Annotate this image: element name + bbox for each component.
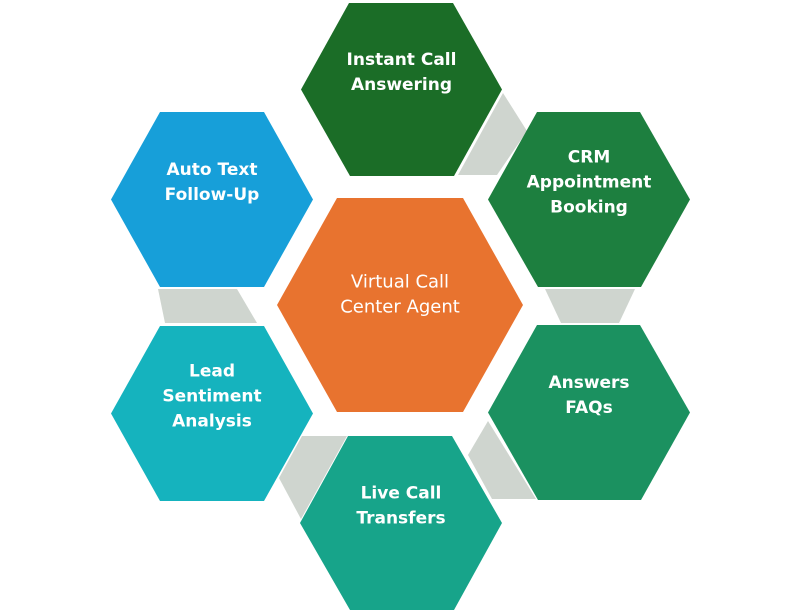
live-call-transfers-hex-label-line: Live Call bbox=[361, 484, 442, 504]
virtual-call-center-agent-hex-shape bbox=[277, 198, 523, 412]
auto-text-follow-up-hex-label-line: Auto Text bbox=[167, 160, 258, 180]
auto-text-follow-up-hex-shape bbox=[111, 112, 313, 287]
instant-call-answering-hex-shape bbox=[301, 3, 502, 176]
crm-appointment-booking-hex-label-line: CRM bbox=[568, 148, 610, 168]
auto-text-follow-up-hex-label-line: Follow-Up bbox=[165, 185, 260, 205]
crm-appointment-booking-hex-shape bbox=[488, 112, 690, 287]
lead-sentiment-analysis-hex-label-line: Lead bbox=[189, 362, 235, 382]
connector-1 bbox=[545, 289, 635, 323]
live-call-transfers-hex-label-line: Transfers bbox=[356, 509, 445, 529]
crm-appointment-booking-hex-label-line: Appointment bbox=[527, 173, 652, 193]
live-call-transfers-hex-shape bbox=[300, 436, 502, 610]
answers-faqs-hex-label-line: Answers bbox=[548, 373, 629, 393]
instant-call-answering-hex-label-line: Instant Call bbox=[347, 50, 457, 70]
connector-2 bbox=[468, 421, 536, 499]
answers-faqs-hex-label-line: FAQs bbox=[565, 398, 612, 418]
virtual-call-center-agent-hex-label-line: Center Agent bbox=[340, 297, 460, 318]
lead-sentiment-analysis-hex-label-line: Sentiment bbox=[162, 387, 261, 407]
crm-appointment-booking-hex-label-line: Booking bbox=[550, 198, 628, 218]
lead-sentiment-analysis-hex-shape bbox=[111, 326, 313, 501]
answers-faqs-hex-shape bbox=[488, 325, 690, 500]
connector-0 bbox=[458, 93, 527, 175]
connector-3 bbox=[279, 436, 347, 519]
connector-4 bbox=[158, 289, 257, 323]
virtual-call-center-agent-hex-label-line: Virtual Call bbox=[351, 272, 449, 293]
instant-call-answering-hex-label-line: Answering bbox=[351, 75, 452, 95]
lead-sentiment-analysis-hex-label-line: Analysis bbox=[172, 412, 252, 432]
